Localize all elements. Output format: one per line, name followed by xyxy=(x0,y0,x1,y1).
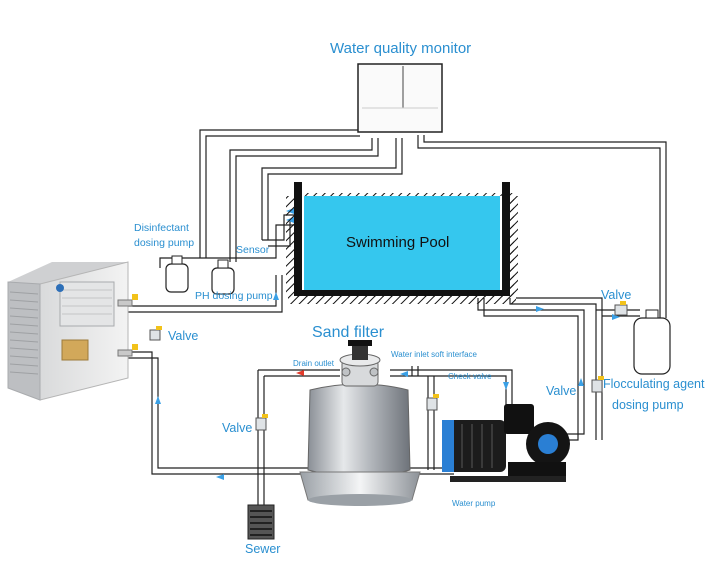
flocculating-agent-label-line2: dosing pump xyxy=(612,398,684,412)
disinfectant-dosing-pump-tank xyxy=(165,255,189,293)
disinfectant-label-line2: dosing pump xyxy=(134,237,195,249)
valve-return-icon xyxy=(426,394,439,411)
flocculating-agent-label-line1: Flocculating agent xyxy=(603,377,705,391)
sewer-grate xyxy=(247,504,275,540)
valve-filter-label: Valve xyxy=(222,421,253,435)
ph-dosing-pump-tank xyxy=(211,259,235,295)
flocculating-dosing-pump-tank xyxy=(633,309,671,375)
swimming-pool-label: Swimming Pool xyxy=(346,234,450,251)
valve-flocculant-label: Valve xyxy=(601,288,632,302)
heat-pump-unit xyxy=(7,261,138,401)
drain-arrow-icon xyxy=(296,370,304,376)
drain-outlet-label: Drain outlet xyxy=(293,359,334,368)
disinfectant-label-line1: Disinfectant xyxy=(134,222,189,234)
water-pump xyxy=(442,404,570,482)
check-valve-label: Check valve xyxy=(448,372,492,381)
valve-flocculant-icon xyxy=(591,376,604,393)
valve-heat-pump-label: Valve xyxy=(168,329,199,343)
sensor-label: Sensor xyxy=(236,244,270,256)
water-pump-label: Water pump xyxy=(452,499,496,508)
water-inlet-soft-interface-label: Water inlet soft interface xyxy=(391,350,477,359)
water-quality-monitor-box xyxy=(357,63,443,133)
ph-dosing-pump-label: PH dosing pump xyxy=(195,290,273,302)
sand-filter-tank xyxy=(299,340,421,506)
sand-filter-label: Sand filter xyxy=(312,324,385,341)
water-quality-monitor-label: Water quality monitor xyxy=(330,40,472,57)
swimming-pool xyxy=(286,182,518,304)
valve-pool-outlet-icon xyxy=(614,301,628,316)
valve-heat-pump-icon xyxy=(149,326,162,341)
valve-filter-icon xyxy=(255,414,268,431)
sewer-label: Sewer xyxy=(245,542,281,556)
valve-return-label: Valve xyxy=(546,384,577,398)
